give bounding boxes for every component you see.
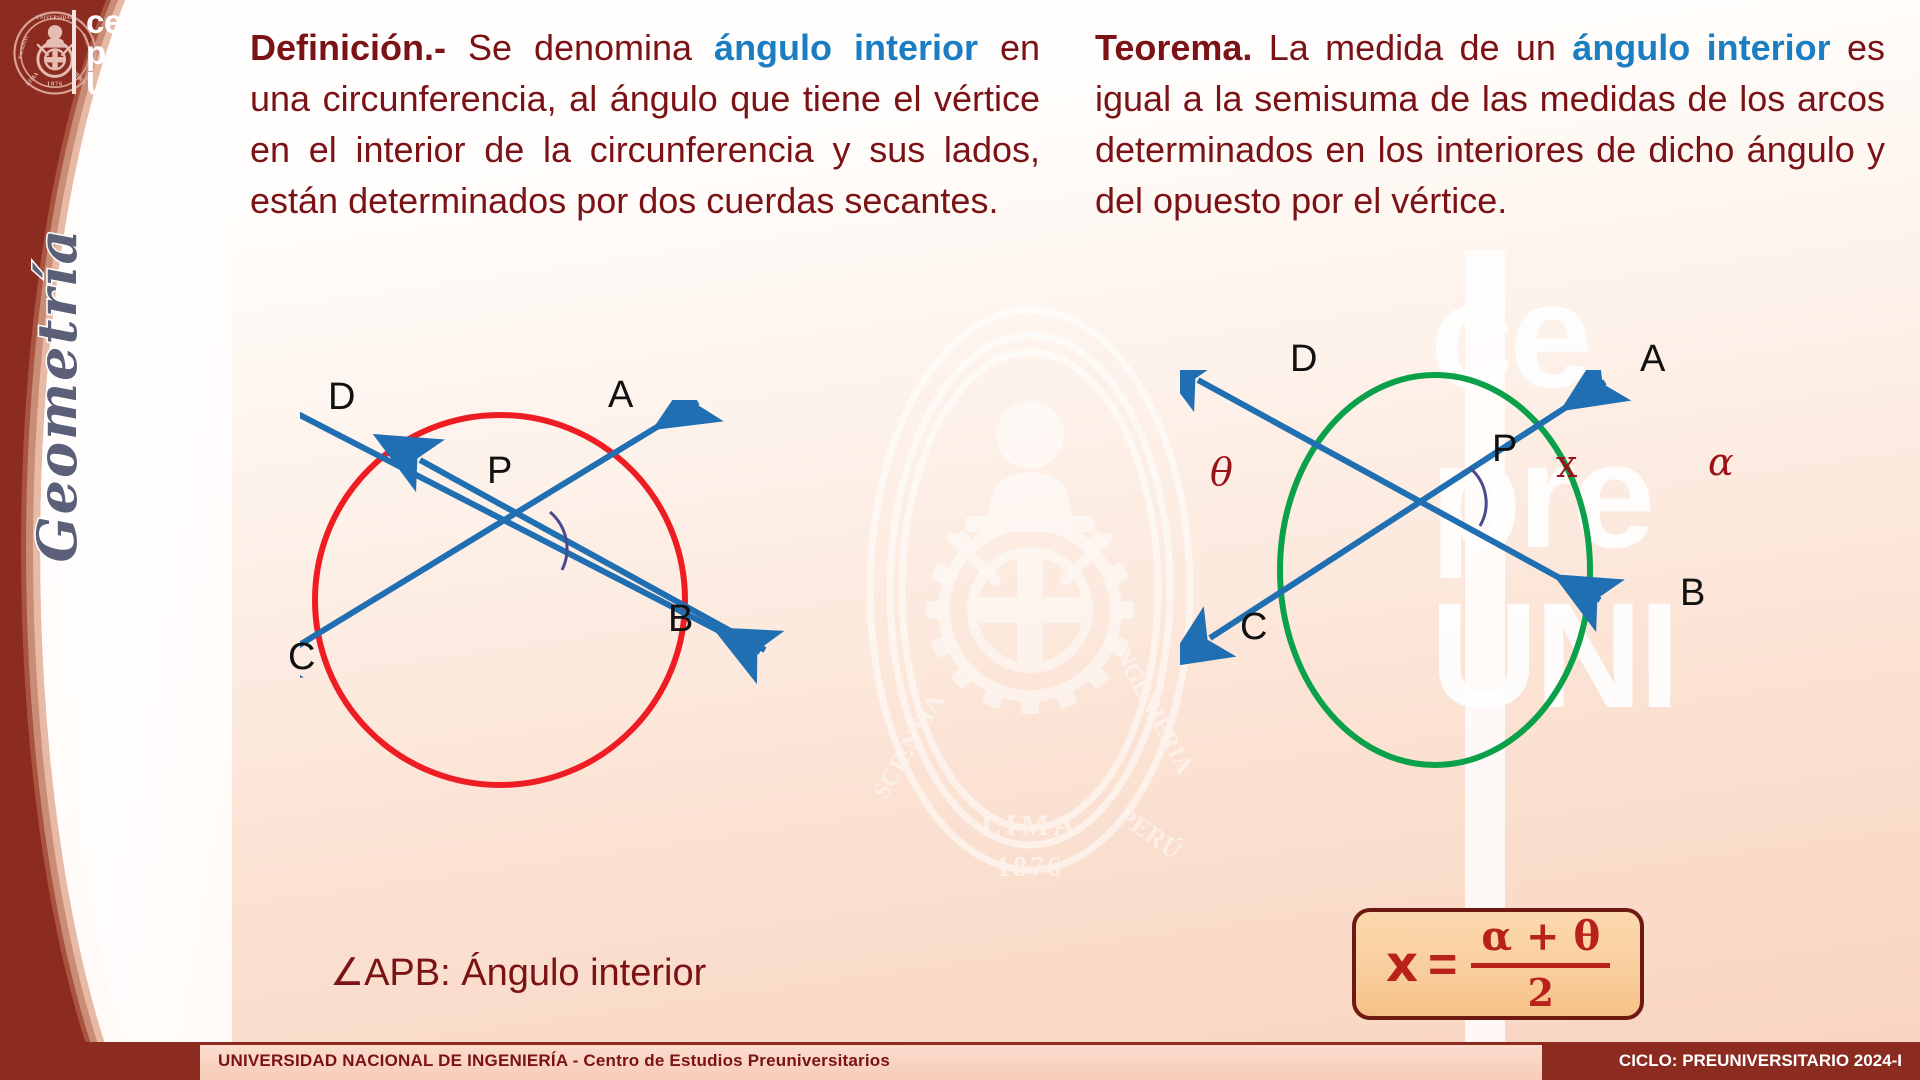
label-right-theta: θ — [1210, 450, 1233, 494]
theorem-heading: Teorema. — [1095, 27, 1253, 68]
label-left-B: B — [668, 598, 694, 640]
secant-d-to-b — [1180, 370, 1625, 633]
label-left-D: D — [328, 376, 356, 418]
label-left-C: C — [288, 636, 316, 678]
footer-cycle-text: CICLO: PREUNIVERSITARIO 2024-I — [1618, 1051, 1902, 1070]
label-right-A: A — [1640, 338, 1666, 380]
cepre-wordmark: ce pre UNI — [86, 3, 142, 102]
theorem-part1: La medida de un — [1252, 27, 1573, 68]
definition-heading: Definición.- — [250, 27, 446, 68]
watermark-seal-icon: LIMA 1876 PERÚ SCIENTIA INGENIERIA — [866, 306, 1198, 883]
secant-c-to-a — [300, 400, 724, 687]
cepre-line-ce: ce — [86, 3, 122, 40]
theorem-block: Teorema. La medida de un ángulo interior… — [1095, 22, 1885, 226]
formula-lhs: x — [1385, 935, 1419, 993]
label-right-alpha: α — [1708, 440, 1734, 484]
left-sidebar — [0, 0, 232, 1080]
subject-label-vertical: Geometría — [24, 225, 95, 565]
label-right-P: P — [1492, 428, 1518, 470]
svg-text:UNIVERSIDAD: UNIVERSIDAD — [36, 16, 74, 21]
svg-text:1876: 1876 — [996, 852, 1064, 883]
definition-block: Definición.- Se denomina ángulo interior… — [250, 22, 1040, 226]
formula-equals: = — [1428, 936, 1458, 992]
label-left-P: P — [487, 450, 513, 492]
label-left-A: A — [608, 374, 634, 416]
svg-text:SCIENTIA: SCIENTIA — [869, 689, 950, 803]
svg-text:NACIONAL: NACIONAL — [17, 35, 29, 60]
footer-institution-text: UNIVERSIDAD NACIONAL DE INGENIERÍA - Cen… — [218, 1051, 891, 1070]
angle-arc-p — [549, 510, 569, 571]
svg-text:LIMA: LIMA — [981, 809, 1079, 842]
footer-left-band — [0, 1042, 1600, 1080]
label-right-D: D — [1290, 338, 1318, 380]
label-right-C: C — [1240, 606, 1268, 648]
formula-box: x = α + θ 2 — [1352, 908, 1644, 1020]
secant-c-to-a — [1180, 370, 1632, 668]
svg-text:PERÚ: PERÚ — [1113, 801, 1188, 865]
definition-part1: Se denomina — [446, 27, 715, 68]
secant-db — [372, 433, 767, 653]
definition-highlight: ángulo interior — [714, 27, 979, 68]
angle-arc-p — [1469, 466, 1488, 527]
cepre-line-pre: pre — [86, 34, 136, 71]
slide-footer: UNIVERSIDAD NACIONAL DE INGENIERÍA - Cen… — [0, 1042, 1920, 1080]
theorem-paragraph: Teorema. La medida de un ángulo interior… — [1095, 22, 1885, 226]
theorem-highlight: ángulo interior — [1572, 27, 1831, 68]
subject-label-text: Geometría — [24, 226, 91, 564]
label-right-B: B — [1680, 572, 1706, 614]
svg-text:1876: 1876 — [47, 80, 63, 87]
cepre-line-uni: UNI — [86, 65, 142, 102]
formula-fraction-bar — [1471, 963, 1611, 968]
secant-lines — [1180, 370, 1632, 668]
logo-divider — [72, 10, 76, 94]
secant-lines — [300, 400, 785, 687]
diagram-definition — [300, 400, 785, 788]
formula-numerator: α + θ — [1481, 913, 1601, 960]
label-right-x: x — [1556, 442, 1578, 486]
footer-right-band — [1542, 1042, 1920, 1080]
footer-left-tab — [0, 1042, 200, 1080]
definition-part2: en una circunferencia, al ángulo que tie… — [250, 27, 1041, 221]
diagram-left-caption: ∠APB: Ángulo interior — [330, 952, 707, 994]
definition-paragraph: Definición.- Se denomina ángulo interior… — [250, 22, 1040, 226]
formula-denominator: 2 — [1527, 970, 1554, 1015]
diagram-theorem — [1180, 370, 1632, 768]
uni-logo: 1876 LIMA PERU UNIVERSIDAD NACIONAL INGE… — [6, 4, 156, 100]
theorem-part2: es igual a la semisuma de las medidas de… — [1095, 27, 1885, 221]
formula-fraction: α + θ 2 — [1471, 913, 1611, 1015]
